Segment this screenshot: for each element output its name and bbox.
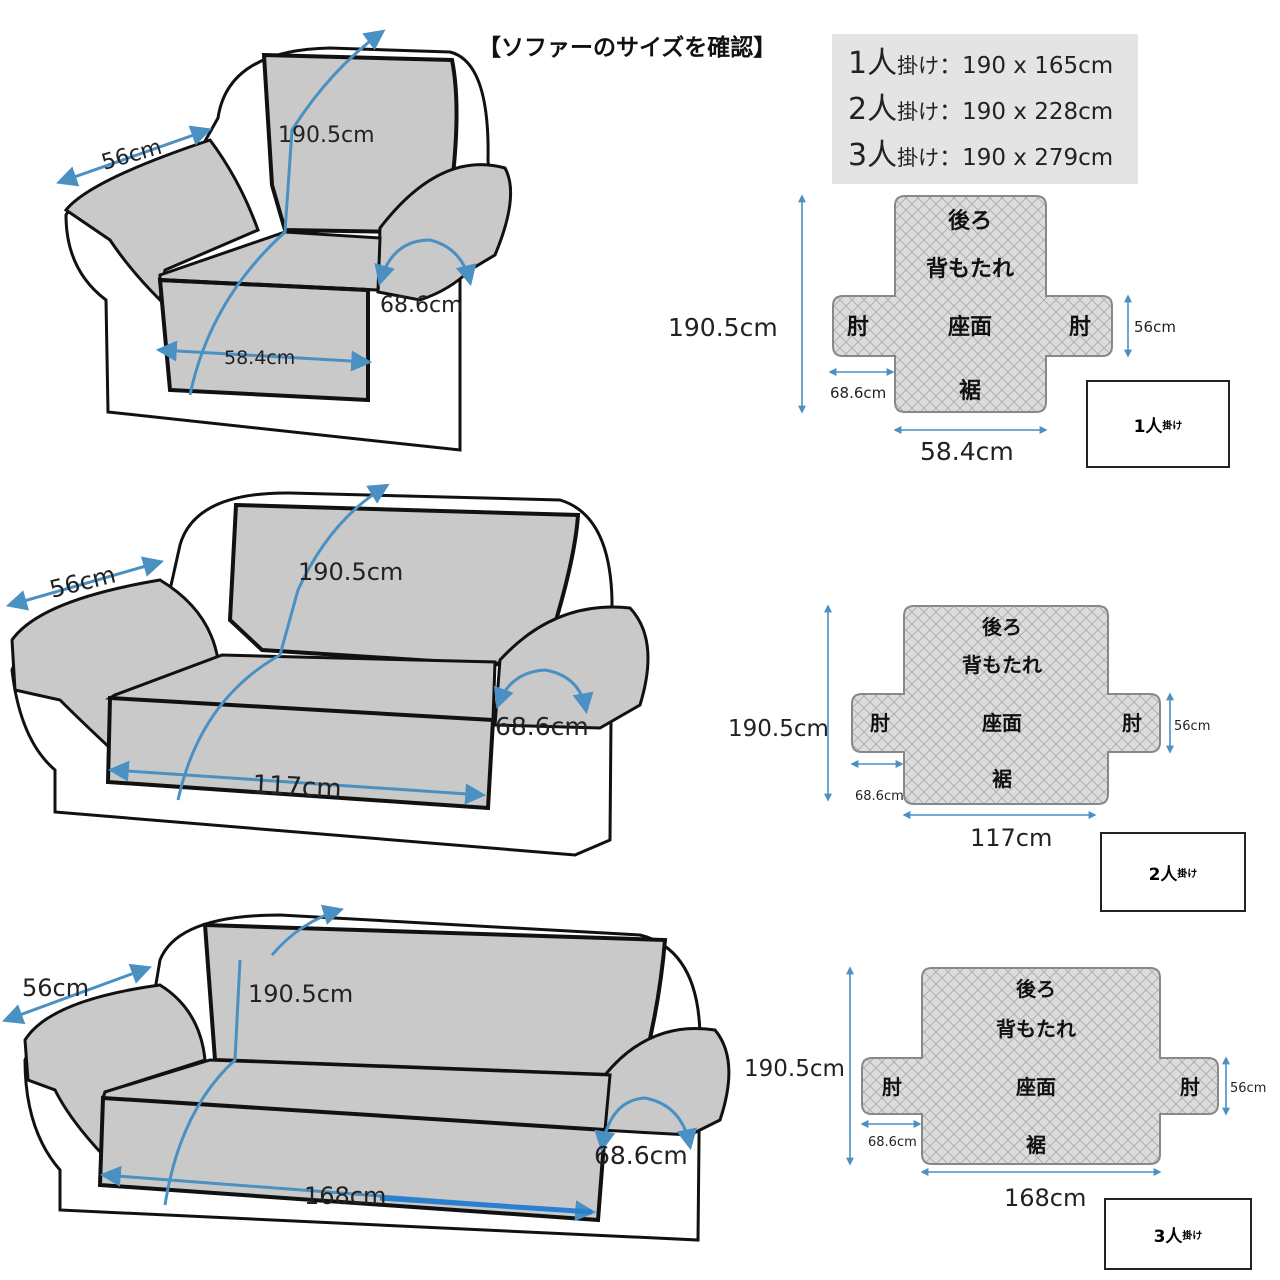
layout-back-label-3: 後ろ [1016, 977, 1056, 1001]
size-dims-2: 190 x 228cm [962, 99, 1114, 125]
layout-backrest-label-3: 背もたれ [996, 1017, 1076, 1041]
layout-arm-left-label-1: 肘 [847, 315, 869, 340]
layout-seat-label-1: 座面 [948, 314, 992, 340]
layout-arm-height-label-2: 56cm [1174, 719, 1210, 734]
layout-arm-width-label-2: 68.6cm [855, 789, 904, 804]
back-length-label-1: 190.5cm [278, 123, 375, 148]
layout-arm-left-label-2: 肘 [870, 711, 890, 735]
size-row-3: 3人掛け：190 x 279cm [848, 130, 1113, 174]
size-seats-1: 1人 [848, 46, 898, 81]
badge-suffix-2: 掛け [1177, 868, 1198, 880]
back-length-label-3: 190.5cm [248, 980, 353, 1008]
arm-depth-label-1: 68.6cm [380, 293, 463, 318]
seat-width-label-1: 58.4cm [224, 347, 295, 369]
seat-badge-3: 3人掛け [1104, 1198, 1252, 1270]
layout-seat-label-2: 座面 [982, 711, 1022, 735]
badge-suffix-1: 掛け [1162, 420, 1183, 432]
badge-seats-1: 1人 [1133, 416, 1163, 437]
arm-depth-label-2: 68.6cm [495, 712, 589, 741]
layout-hem-label-3: 裾 [1026, 1133, 1046, 1157]
layout-height-label-1: 190.5cm [668, 313, 778, 342]
cover-layout-2 [824, 604, 1174, 819]
arm-width-label-3: 56cm [22, 974, 89, 1002]
cover-layout-1 [798, 194, 1132, 434]
layout-width-label-2: 117cm [970, 824, 1052, 852]
size-sep-1: ： [939, 53, 963, 79]
cover-layout-3 [846, 966, 1230, 1176]
size-seats-3: 3人 [848, 138, 898, 173]
three-seater-illustration [2, 904, 731, 1242]
layout-arm-right-label-1: 肘 [1069, 315, 1091, 340]
seat-badge-1: 1人掛け [1086, 380, 1230, 468]
layout-backrest-label-1: 背もたれ [926, 257, 1014, 282]
armchair-illustration [56, 29, 513, 452]
size-sep-3: ： [939, 145, 963, 171]
size-sep-2: ： [939, 99, 963, 125]
size-suffix-1: 掛け [897, 54, 940, 78]
badge-suffix-3: 掛け [1182, 1230, 1203, 1242]
arm-depth-label-3: 68.6cm [594, 1141, 688, 1170]
badge-seats-3: 3人 [1153, 1226, 1183, 1247]
layout-width-label-1: 58.4cm [920, 437, 1014, 466]
seat-width-label-3: 168cm [304, 1182, 386, 1210]
layout-arm-right-label-3: 肘 [1180, 1075, 1200, 1099]
layout-arm-right-label-2: 肘 [1122, 711, 1142, 735]
size-dims-1: 190 x 165cm [962, 53, 1114, 79]
size-suffix-2: 掛け [897, 100, 940, 124]
layout-hem-label-1: 裾 [959, 378, 981, 404]
size-seats-2: 2人 [848, 92, 898, 127]
layout-back-label-2: 後ろ [982, 615, 1022, 639]
layout-arm-left-label-3: 肘 [882, 1075, 902, 1099]
size-dims-3: 190 x 279cm [962, 145, 1114, 171]
layout-backrest-label-2: 背もたれ [962, 653, 1042, 677]
layout-height-label-2: 190.5cm [728, 716, 829, 742]
back-length-label-2: 190.5cm [298, 558, 403, 586]
seat-badge-2: 2人掛け [1100, 832, 1246, 912]
size-table: 1人掛け：190 x 165cm 2人掛け：190 x 228cm 3人掛け：1… [832, 34, 1138, 184]
size-row-2: 2人掛け：190 x 228cm [848, 84, 1113, 128]
layout-arm-height-label-1: 56cm [1134, 318, 1176, 336]
loveseat-illustration [5, 483, 650, 857]
layout-hem-label-2: 裾 [992, 767, 1012, 791]
layout-arm-height-label-3: 56cm [1230, 1081, 1266, 1096]
page-title: 【ソファーのサイズを確認】 [478, 35, 777, 61]
size-suffix-3: 掛け [897, 146, 940, 170]
layout-seat-label-3: 座面 [1016, 1075, 1056, 1099]
size-row-1: 1人掛け：190 x 165cm [848, 38, 1113, 82]
layout-height-label-3: 190.5cm [744, 1056, 845, 1082]
seat-width-label-2: 117cm [252, 770, 343, 805]
layout-back-label-1: 後ろ [948, 208, 992, 234]
layout-arm-width-label-3: 68.6cm [868, 1135, 917, 1150]
layout-width-label-3: 168cm [1004, 1184, 1086, 1212]
layout-arm-width-label-1: 68.6cm [830, 384, 886, 402]
badge-seats-2: 2人 [1148, 864, 1178, 885]
